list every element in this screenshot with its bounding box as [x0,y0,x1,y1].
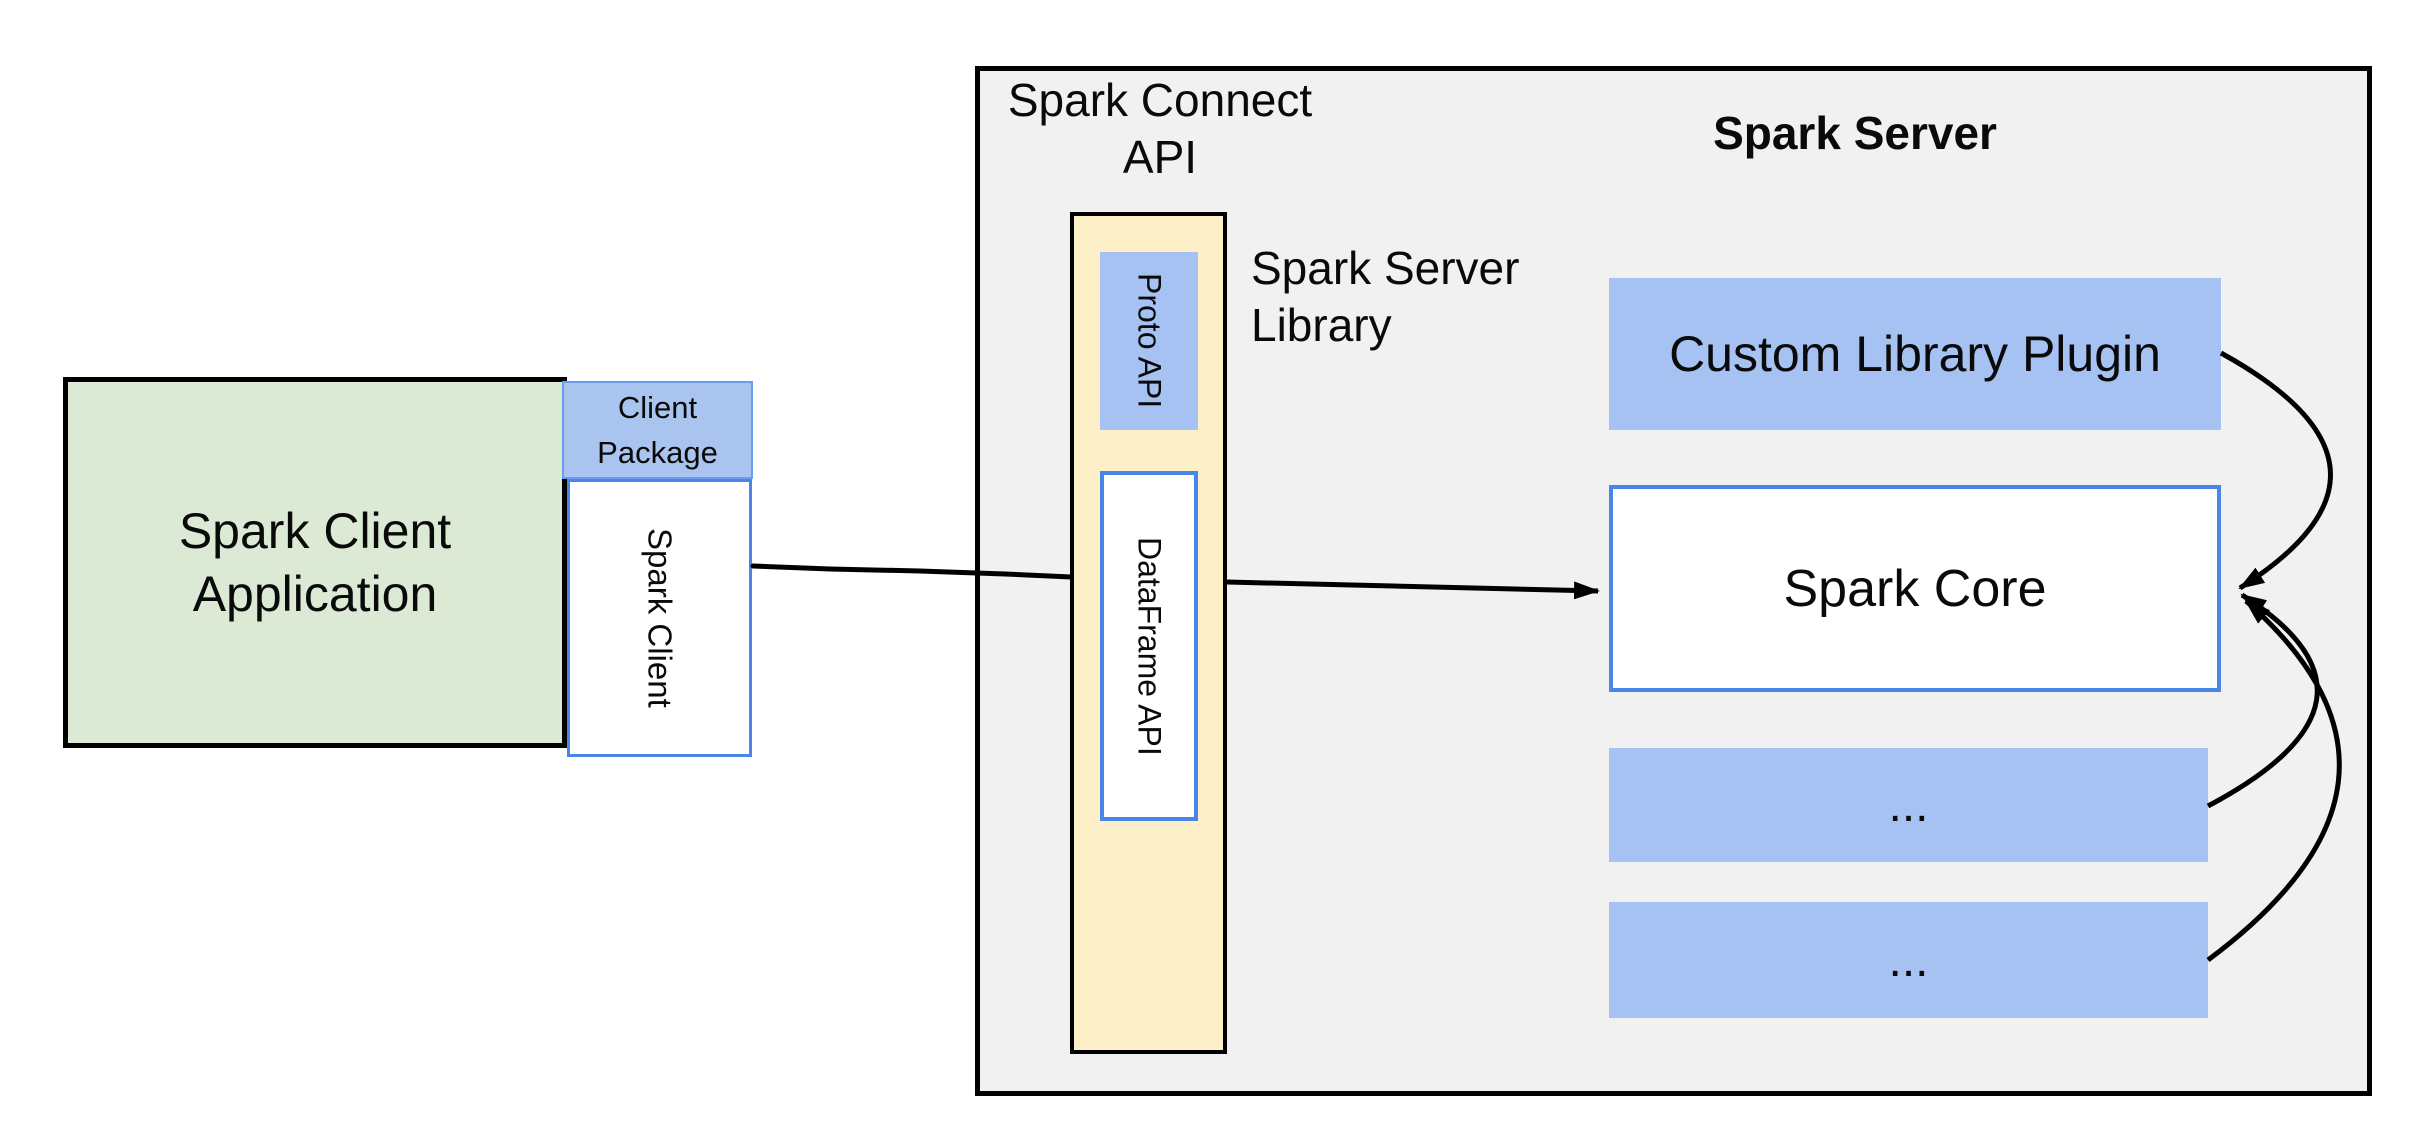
spark-core-label: Spark Core [1783,559,2047,618]
spark-server-library-line1: Spark Server [1251,242,1520,294]
spark-connect-api-title: Spark Connect API [980,72,1340,186]
spark-client-label: Spark Client [641,528,679,708]
ellipsis-box-1: ... [1609,748,2208,862]
custom-library-plugin-label: Custom Library Plugin [1669,326,2161,382]
ellipsis-label-2: ... [1888,933,1929,987]
spark-server-library-label: Spark Server Library [1251,240,1581,354]
ellipsis-box-2: ... [1609,902,2208,1018]
client-package-line2: Package [597,435,718,470]
client-package-label: Client Package [597,385,718,475]
custom-library-plugin-box: Custom Library Plugin [1609,278,2221,430]
spark-client-application-label: Spark Client Application [179,500,451,626]
spark-client-application-box: Spark Client Application [63,377,567,748]
spark-client-application-line1: Spark Client [178,502,452,559]
dataframe-api-label: DataFrame API [1131,536,1168,756]
proto-api-label: Proto API [1131,273,1168,409]
spark-connect-api-title-line2: API [1122,131,1198,183]
spark-client-application-line2: Application [192,565,438,622]
client-package-box: Client Package [562,381,753,479]
spark-client-box: Spark Client [567,479,752,757]
spark-core-box: Spark Core [1609,485,2221,692]
proto-api-box: Proto API [1100,252,1198,430]
spark-server-library-line2: Library [1251,299,1392,351]
spark-server-title: Spark Server [1713,107,1997,159]
spark-connect-api-title-line1: Spark Connect [1007,74,1313,126]
client-package-line1: Client [617,390,698,425]
ellipsis-label-1: ... [1888,778,1929,832]
dataframe-api-box: DataFrame API [1100,471,1198,821]
